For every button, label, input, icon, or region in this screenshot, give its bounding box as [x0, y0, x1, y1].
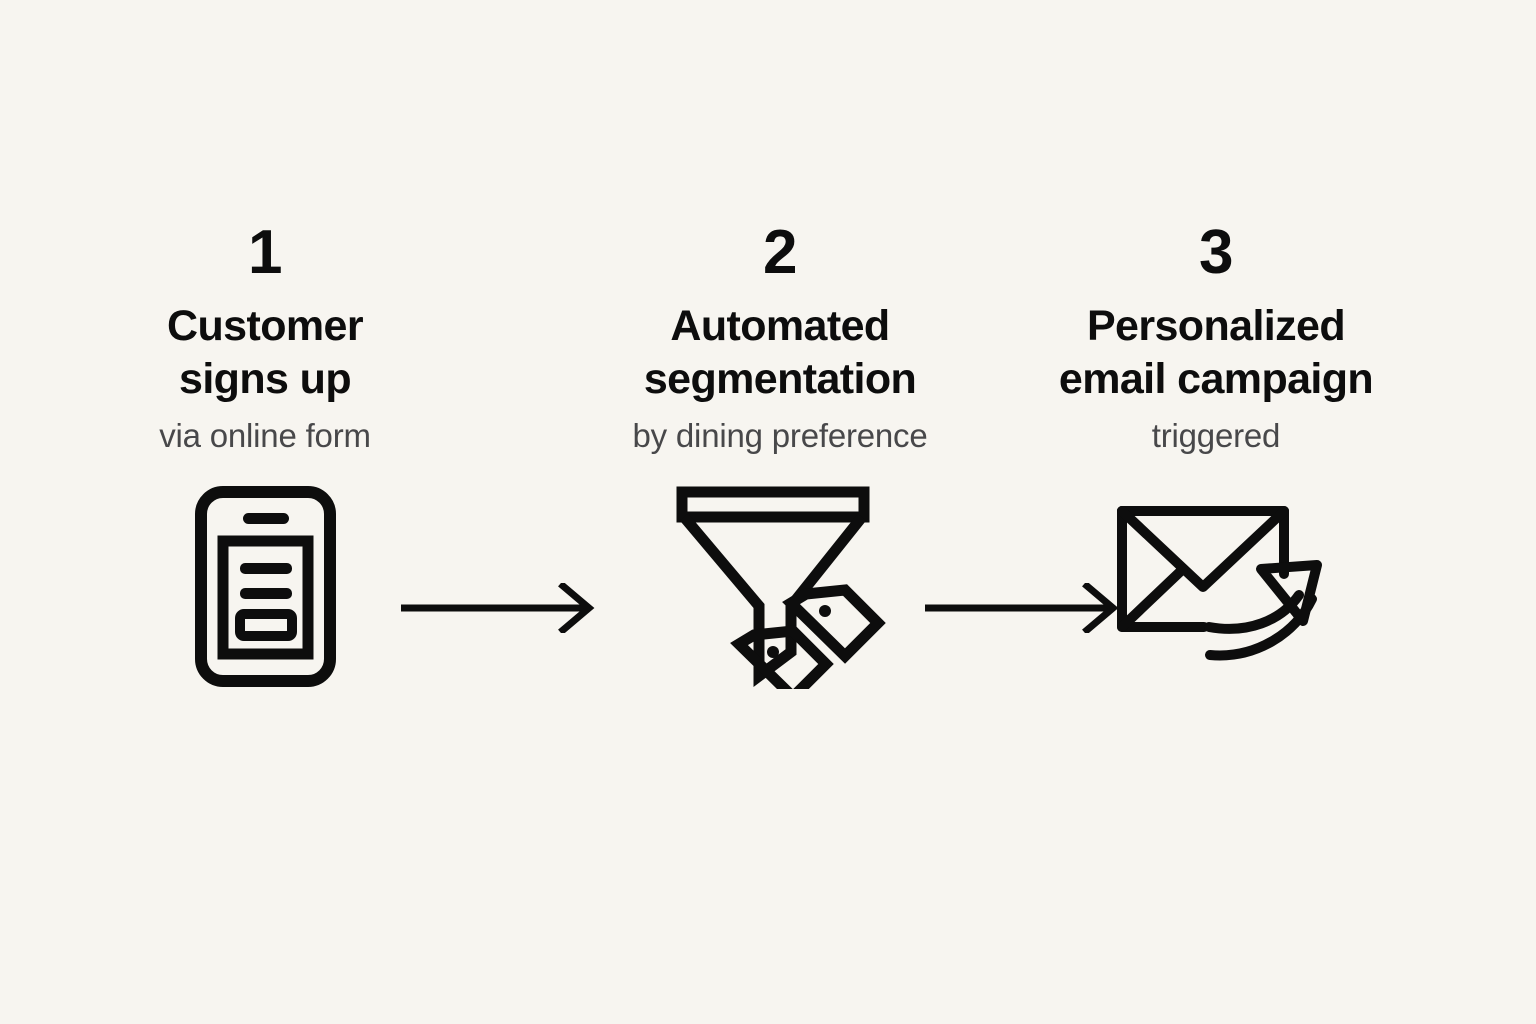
step-subtitle: by dining preference: [632, 416, 928, 454]
step-number: 1: [248, 218, 282, 287]
flow-step-3: 3 Personalized email campaign triggered: [1006, 222, 1426, 691]
step-number: 2: [763, 218, 797, 287]
step-title: Automated segmentation: [643, 302, 917, 404]
arrow-step2-to-step3: [922, 581, 1122, 638]
arrow-step1-to-step2: [398, 581, 598, 638]
step-title: Personalized email campaign: [1058, 302, 1374, 404]
step-subtitle: via online form: [159, 416, 371, 454]
mobile-form-icon: [193, 481, 338, 691]
step-number: 3: [1199, 218, 1233, 287]
flow-step-2: 2 Automated segmentation by dining prefe…: [570, 222, 990, 691]
step-subtitle: triggered: [1151, 416, 1281, 454]
flow-step-1: 1 Customer signs up via online form: [55, 222, 475, 691]
funnel-tags-icon: [673, 481, 888, 691]
email-send-icon: [1109, 481, 1324, 691]
step-title: Customer signs up: [167, 302, 364, 404]
